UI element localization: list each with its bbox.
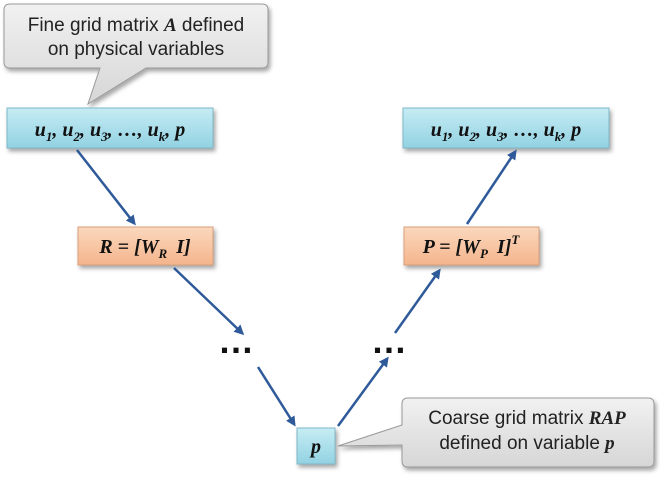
fine-grid-box-right	[402, 107, 610, 149]
callout-coarse-line2: defined on variable p	[439, 433, 614, 454]
callout-fine-line2: on physical variables	[48, 39, 224, 60]
callout-coarse-line1: Coarse grid matrix RAP	[428, 408, 626, 429]
fine-grid-vars-left: u1, u2, u3, …, uk, p	[35, 119, 186, 144]
callout-fine-grid	[3, 3, 269, 106]
restriction-box	[77, 226, 214, 266]
ellipsis-right: …	[371, 320, 407, 361]
arrow-coarse-to-ellipsis	[336, 356, 389, 427]
prolongation-box	[403, 226, 540, 266]
arrow-ellipsis-to-prolongation	[393, 268, 441, 334]
arrow-prolongation-to-fine	[465, 149, 517, 225]
arrow-fine-to-restriction	[76, 149, 136, 226]
callout-coarse-grid	[337, 397, 655, 468]
arrow-ellipsis-to-coarse	[256, 366, 296, 427]
fine-grid-vars-right: u1, u2, u3, …, uk, p	[431, 119, 582, 144]
callout-fine-line1: Fine grid matrix A defined	[28, 15, 245, 36]
coarse-grid-box	[296, 427, 336, 465]
fine-grid-box-left	[6, 107, 214, 149]
arrow-restriction-to-ellipsis	[173, 267, 245, 336]
coarse-grid-var: p	[309, 436, 321, 458]
